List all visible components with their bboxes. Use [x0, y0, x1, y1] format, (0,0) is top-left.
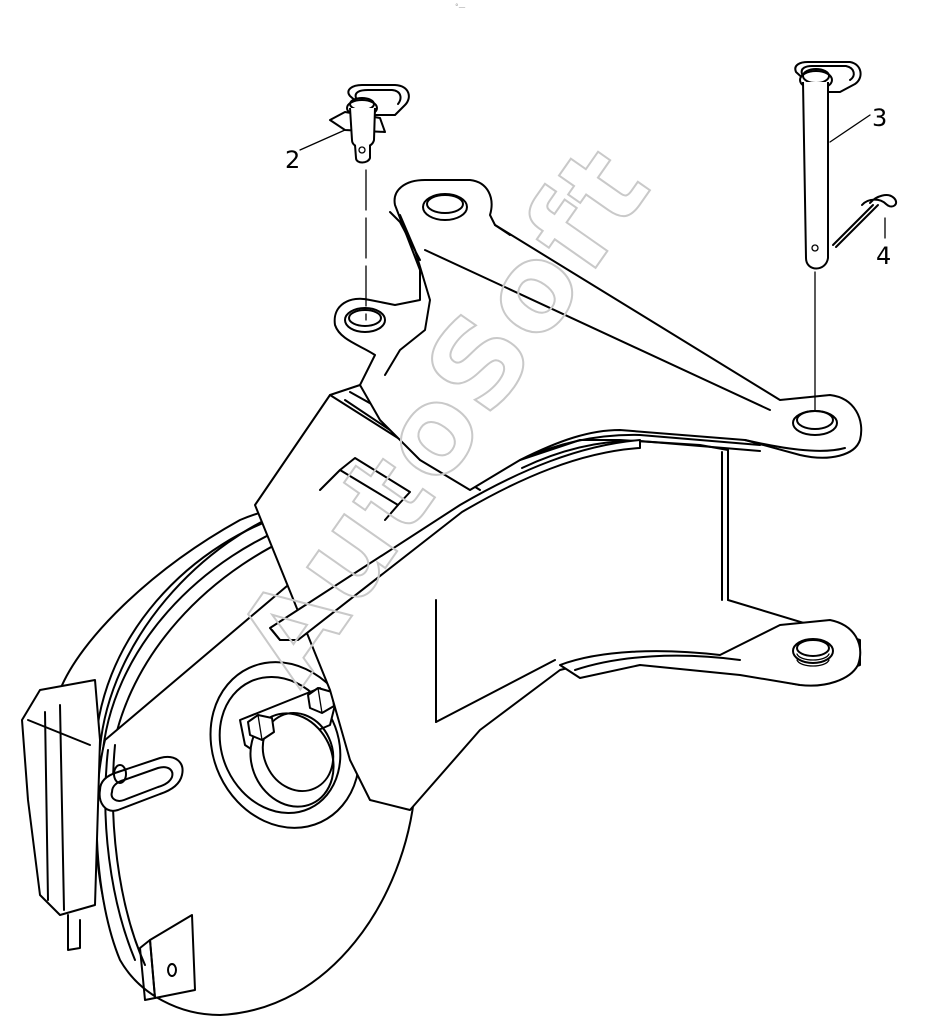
callout-2: 2 [285, 146, 300, 174]
callout-4: 4 [876, 242, 891, 270]
bottom-tab [139, 914, 196, 1001]
side-slot [98, 756, 184, 812]
upper-arm [333, 179, 863, 491]
hub-bolt-left [247, 714, 275, 741]
callout-3: 3 [872, 104, 887, 132]
wheel-hub [209, 661, 361, 829]
lock-pin-part-2 [329, 84, 410, 321]
lower-arm [559, 619, 862, 687]
header-mark: °— [455, 3, 466, 11]
left-flange [21, 679, 101, 951]
inner-rail [269, 439, 641, 641]
long-pin-part-3 [794, 61, 862, 411]
spring-clip-part-4 [832, 194, 898, 248]
callout-2-leader [299, 129, 346, 151]
callout-3-leader [829, 114, 871, 143]
